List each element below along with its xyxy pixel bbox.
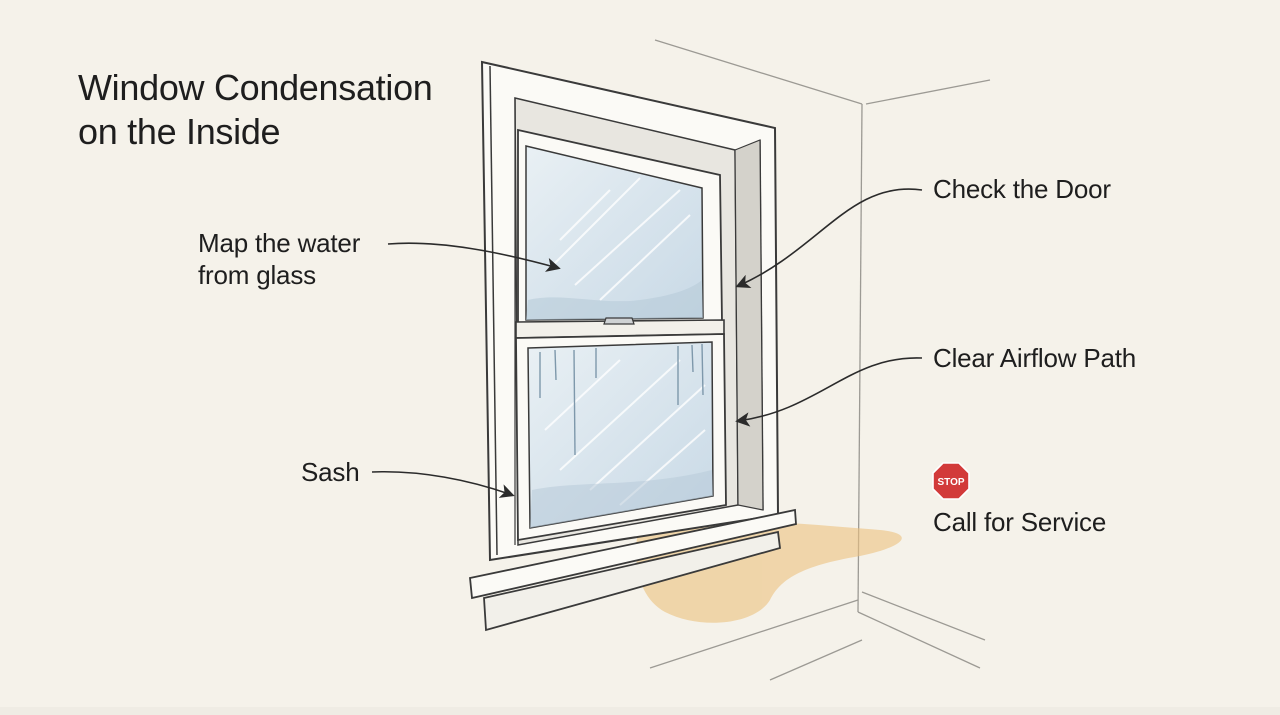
stop-sign-icon: STOP <box>932 462 970 500</box>
arrow-check-door <box>735 188 923 288</box>
stop-sign-text: STOP <box>937 477 964 488</box>
window-sill <box>469 508 797 632</box>
arrow-clear-airflow <box>735 357 923 427</box>
label-clear-airflow: Clear Airflow Path <box>933 343 1137 373</box>
lower-sash <box>515 333 727 542</box>
arrow-sash <box>371 470 515 498</box>
bottom-border <box>0 707 1280 715</box>
room-walls <box>649 39 991 681</box>
label-map-water: Map the water from glass <box>198 228 361 290</box>
condensation-drips <box>539 343 704 456</box>
upper-sash <box>517 128 723 326</box>
page-title: Window Condensation on the Inside <box>78 67 433 152</box>
leader-arrows <box>371 188 923 498</box>
label-call-service: Call for Service <box>933 507 1107 537</box>
arrow-map-water <box>387 242 561 272</box>
label-check-door: Check the Door <box>933 174 1111 204</box>
label-sash: Sash <box>301 457 360 487</box>
